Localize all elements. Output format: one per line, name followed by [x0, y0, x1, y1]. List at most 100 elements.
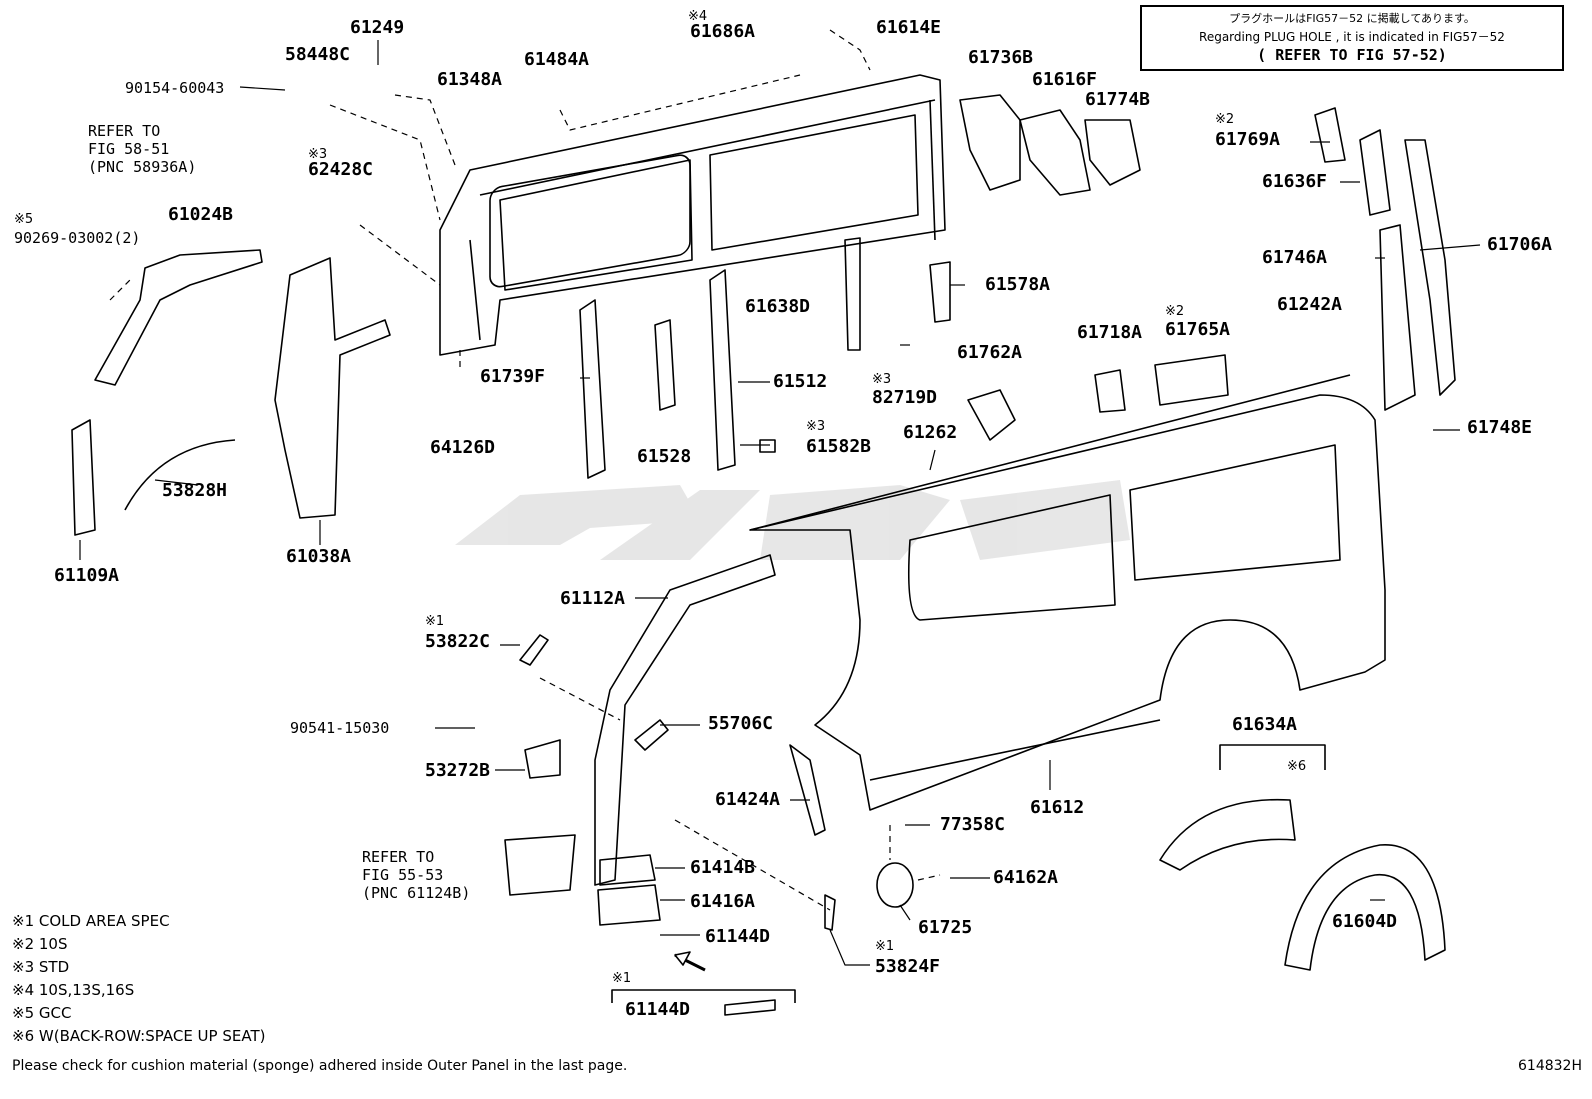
part-62428c: 62428C — [308, 159, 374, 180]
part-61762a: 61762A — [957, 342, 1023, 363]
part-53272b: 53272B — [425, 760, 491, 781]
footer-note: Please check for cushion material (spong… — [12, 1058, 628, 1074]
part-64126d: 64126D — [430, 437, 496, 458]
part-61512: 61512 — [773, 371, 828, 392]
part-61616f: 61616F — [1032, 69, 1098, 90]
molding-53828h — [124, 439, 236, 511]
watermark-logo — [455, 480, 1130, 560]
plug-hole-notice: プラグホールはFIG57－52 に掲載してあります。 Regarding PLU… — [1140, 5, 1564, 71]
notice-jp: プラグホールはFIG57－52 に掲載してあります。 — [1229, 12, 1475, 25]
bracket-53822c — [519, 634, 549, 666]
part-61424a: 61424A — [715, 789, 781, 810]
refer-fig-58-51: REFER TO FIG 58-51 (PNC 58936A) — [88, 122, 197, 176]
part-58448c: 58448C — [285, 44, 351, 65]
part-61414b: 61414B — [690, 857, 756, 878]
part-61144d-upper: 61144D — [705, 926, 771, 947]
bracket-61109a — [71, 419, 96, 536]
notice-en: Regarding PLUG HOLE , it is indicated in… — [1199, 30, 1505, 44]
part-90269-03002: 90269-03002(2) — [14, 229, 141, 247]
part-61746a: 61746A — [1262, 247, 1328, 268]
part-61765a: 61765A — [1165, 319, 1231, 340]
pillar-61038a — [274, 257, 391, 519]
part-61109a: 61109A — [54, 565, 120, 586]
legend-note: ※4 10S,13S,16S — [12, 981, 135, 999]
mark-5: ※5 — [14, 212, 34, 227]
bracket-61578a — [929, 261, 951, 323]
bracket-55706c — [634, 719, 669, 751]
rocker-61414b — [599, 854, 656, 886]
part-61416a: 61416A — [690, 891, 756, 912]
mark-3a: ※3 — [308, 147, 328, 162]
bracket-61144d — [724, 999, 776, 1016]
legend-note: ※1 COLD AREA SPEC — [12, 912, 170, 930]
mark-3b: ※3 — [872, 372, 892, 387]
legend-note: ※3 STD — [12, 958, 70, 976]
part-61249: 61249 — [350, 17, 405, 38]
part-82719d: 82719D — [872, 387, 938, 408]
rocker-61416a — [597, 884, 661, 926]
part-61528: 61528 — [637, 446, 692, 467]
legend-note: ※6 W(BACK-ROW:SPACE UP SEAT) — [12, 1027, 266, 1045]
bracket-61024b — [94, 249, 263, 386]
part-61604d: 61604D — [1332, 911, 1398, 932]
part-61739f: 61739F — [480, 366, 546, 387]
part-61024b: 61024B — [168, 204, 234, 225]
legend-note: ※2 10S — [12, 935, 68, 953]
mark-6: ※6 — [1287, 759, 1307, 774]
part-61636f: 61636F — [1262, 171, 1328, 192]
part-61748e: 61748E — [1467, 417, 1533, 438]
refer-bracket-55-53 — [504, 834, 576, 896]
notice-ref: ( REFER TO FIG 57-52) — [1257, 46, 1447, 64]
wheelhouse-61634a — [1159, 798, 1296, 871]
pillar-61739f — [579, 299, 606, 479]
part-61484a: 61484A — [524, 49, 590, 70]
mark-1c: ※1 — [612, 971, 632, 986]
bracket-61424a — [789, 744, 826, 836]
refer-fig-55-53: REFER TO FIG 55-53 (PNC 61124B) — [362, 848, 471, 902]
wheelhouse-61604d — [1284, 844, 1446, 971]
bracket-61718a — [1094, 369, 1126, 413]
part-61769a: 61769A — [1215, 129, 1281, 150]
pillar-61512 — [709, 269, 736, 471]
pillar-61528 — [654, 319, 676, 411]
part-61348a: 61348A — [437, 69, 503, 90]
part-61578a: 61578A — [985, 274, 1051, 295]
part-61612: 61612 — [1030, 797, 1085, 818]
part-61634a: 61634A — [1232, 714, 1298, 735]
panel-61736b — [959, 94, 1021, 191]
mark-2b: ※2 — [1165, 304, 1185, 319]
mark-4: ※4 — [688, 9, 708, 24]
part-90154-60043: 90154-60043 — [125, 79, 225, 97]
part-61038a: 61038A — [286, 546, 352, 567]
bracket-61634a-line — [1219, 744, 1326, 770]
pillar-61706a — [1404, 139, 1456, 396]
legend: ※1 COLD AREA SPEC ※2 10S ※3 STD ※4 10S,1… — [12, 910, 265, 1048]
panel-61774b — [1084, 119, 1141, 186]
bracket-53272b — [524, 739, 561, 779]
part-61706a: 61706A — [1487, 234, 1553, 255]
part-77358c: 77358C — [940, 814, 1006, 835]
bracket-61769a — [1314, 107, 1346, 163]
panel-61582b — [759, 439, 776, 453]
part-61736b: 61736B — [968, 47, 1034, 68]
mark-1b: ※1 — [875, 939, 895, 954]
part-64162a: 64162A — [993, 867, 1059, 888]
part-90541-15030: 90541-15030 — [290, 719, 390, 737]
figure-code: 614832H — [1518, 1058, 1582, 1074]
roof-drip-61262 — [749, 374, 1351, 531]
pillar-61746a — [1379, 224, 1416, 411]
part-61582b: 61582B — [806, 436, 872, 457]
panel-61616f — [1019, 109, 1091, 196]
part-61638d: 61638D — [745, 296, 811, 317]
part-61686a: 61686A — [690, 21, 756, 42]
part-61725: 61725 — [918, 917, 973, 938]
part-55706c: 55706C — [708, 713, 774, 734]
arrow-head — [674, 951, 691, 966]
part-61614e: 61614E — [876, 17, 942, 38]
legend-note: ※5 GCC — [12, 1004, 72, 1022]
part-61144d-lower: 61144D — [625, 999, 691, 1020]
part-61262: 61262 — [903, 422, 958, 443]
part-61112a: 61112A — [560, 588, 626, 609]
outer-side-panel — [749, 394, 1386, 811]
